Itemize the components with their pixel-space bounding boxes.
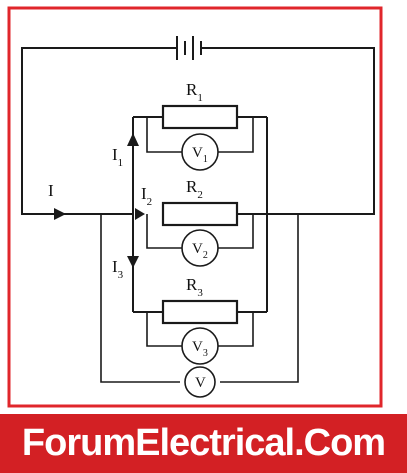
current-arrow-i1: [127, 133, 139, 146]
voltmeter-total: [184, 366, 216, 398]
battery-icon: [176, 36, 202, 60]
resistor-r2: [161, 201, 239, 227]
label-v3: V3: [192, 339, 208, 359]
label-i1: I1: [112, 145, 123, 169]
voltmeter-v3-wiring: [146, 312, 254, 347]
voltmeter-v1-wiring: [146, 117, 254, 153]
label-v1: V1: [192, 145, 208, 165]
label-r2: R2: [186, 177, 203, 201]
label-v-total: V: [195, 375, 206, 391]
voltmeter-v1: [181, 133, 219, 171]
resistor-r3: [161, 299, 239, 325]
diagram-frame: [7, 6, 383, 408]
main-loop-wire: [21, 47, 375, 215]
total-voltmeter-wiring: [100, 214, 299, 383]
watermark-text: ForumElectrical.Com: [21, 422, 386, 464]
label-i3: I3: [112, 257, 124, 281]
watermark-banner: ForumElectrical.Com: [0, 414, 407, 473]
label-i2: I2: [141, 184, 152, 208]
label-i-total: I: [48, 181, 54, 200]
label-v2: V2: [192, 241, 208, 261]
label-r3: R3: [186, 275, 203, 299]
parallel-circuit-diagram: I I1 I2 I3 R1 R2 R3 V1 V2 V3 V: [7, 6, 383, 408]
current-arrow-main: [54, 208, 66, 220]
branch-wires: [133, 116, 267, 313]
voltmeter-v2: [181, 229, 219, 267]
voltmeter-v3: [181, 327, 219, 365]
current-arrow-i2: [135, 208, 145, 220]
voltmeter-v2-wiring: [146, 214, 254, 249]
current-arrow-i3: [127, 256, 139, 268]
label-r1: R1: [186, 80, 203, 104]
resistor-r1: [161, 104, 239, 130]
